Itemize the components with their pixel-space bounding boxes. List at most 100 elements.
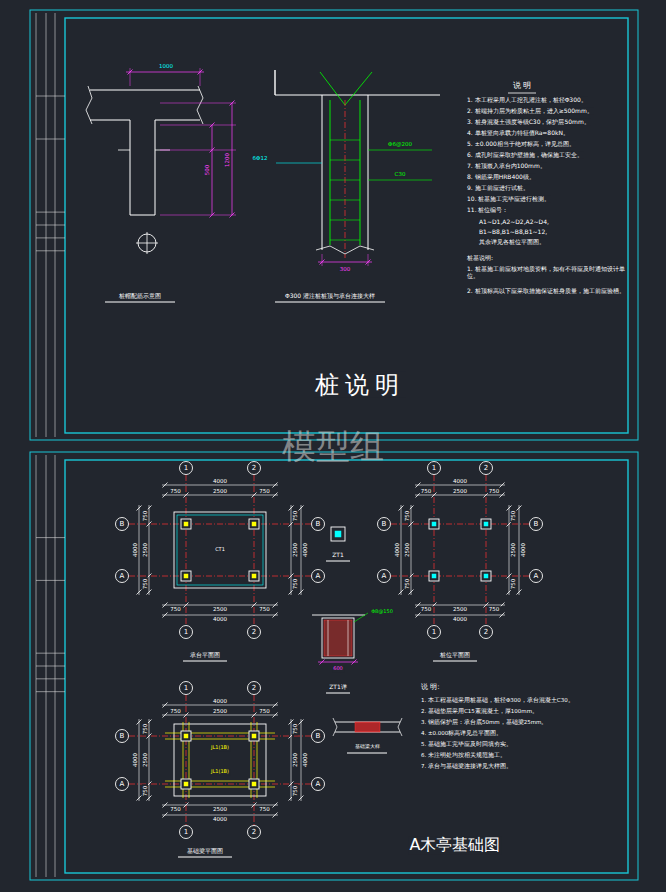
dimension-tick: [320, 660, 325, 665]
note-line: 9. 施工前应进行试桩。: [466, 185, 530, 192]
title-block-line: [36, 212, 65, 213]
dimension-tick: [399, 506, 404, 511]
dimension-tick: [137, 796, 142, 801]
dimension-tick: [299, 506, 304, 511]
title-block-line: [36, 250, 65, 251]
leader-line: [368, 180, 432, 181]
pile-symbol: [249, 731, 259, 741]
dimension-tick: [128, 70, 133, 75]
dimension-text: 750: [292, 510, 298, 523]
axis-bubble: 1: [179, 681, 193, 695]
axis-bubble: B: [311, 517, 325, 531]
extension-line: [322, 254, 323, 266]
extension-line: [200, 68, 201, 86]
dimension-text: 4000: [132, 542, 138, 558]
watermark: 模型组: [281, 428, 385, 465]
pile-symbol: [184, 734, 188, 738]
axis-number: 1: [184, 685, 188, 692]
dimension-tick: [163, 713, 168, 718]
dimension-text: 4000: [302, 542, 308, 558]
axis-number: A: [120, 781, 125, 788]
break-line: [398, 718, 402, 736]
slab-line: [275, 95, 440, 96]
dimension-line: [126, 72, 204, 73]
axis-bubble: A: [377, 569, 391, 583]
pile-symbol: [181, 519, 191, 529]
pile-cap: [174, 724, 266, 796]
cap-tag: CT1: [214, 547, 226, 553]
caption-underline: [178, 857, 232, 858]
dimension-text: 750: [258, 606, 271, 612]
dimension-text: 1000: [158, 63, 174, 69]
dimension-tick: [500, 493, 505, 498]
dimension-tick: [137, 506, 142, 511]
pile-symbol: [484, 522, 488, 526]
dimension-line: [162, 715, 278, 716]
dimension-tick: [507, 522, 512, 527]
column-detail: [324, 620, 352, 656]
axis-bubble: 2: [479, 461, 493, 475]
pile-cap: [174, 512, 266, 588]
pile-symbol: [484, 574, 488, 578]
note-line: 11. 桩位编号：: [466, 207, 509, 214]
axis-line: [129, 524, 311, 525]
axis-bubble: B: [377, 517, 391, 531]
rebar-line: [348, 620, 349, 656]
axis-number: 1: [432, 629, 436, 636]
notes-heading: 桩基说明:: [466, 255, 494, 262]
dimension-text: 2500: [292, 752, 298, 768]
beam-tag: JL1(1B): [210, 745, 230, 751]
dimension-tick: [147, 522, 152, 527]
note-line: 2. 基础垫层采用C15素混凝土，厚100mm。: [420, 708, 607, 714]
note-line: 4. ±0.000标高详见总平面图。: [420, 730, 607, 736]
axis-number: A: [534, 573, 539, 580]
note-line: 5. ±0.000相当于绝对标高，详见总图。: [466, 141, 576, 148]
extension-line: [368, 254, 369, 266]
dimension-text: 750: [169, 708, 182, 714]
axis-number: 2: [484, 465, 488, 472]
dimension-line: [318, 662, 358, 663]
dimension-text: 2500: [212, 606, 228, 612]
dimension-tick: [163, 803, 168, 808]
dimension-tick: [210, 213, 215, 218]
dimension-text: 750: [292, 578, 298, 591]
dimension-line: [401, 505, 402, 595]
axis-number: 2: [252, 465, 256, 472]
note-line: B1~B8,B1~B8,B1~12,: [478, 229, 548, 236]
rebar-line: [345, 72, 372, 105]
dimension-text: 750: [142, 785, 148, 798]
pile-cap: [177, 515, 263, 585]
dimension-tick: [416, 613, 421, 618]
title-block-line: [36, 139, 65, 140]
dimension-text: 4000: [452, 478, 468, 484]
stirrup-line: [330, 220, 360, 221]
axis-line: [129, 576, 311, 577]
axis-number: A: [120, 573, 125, 580]
axis-bubble: 2: [247, 625, 261, 639]
dimension-tick: [289, 590, 294, 595]
dimension-line: [318, 262, 372, 263]
detail-caption: Φ300 灌注桩桩顶与承台连接大样: [284, 293, 376, 300]
pile-symbol: [181, 731, 191, 741]
axis-bubble: B: [115, 517, 129, 531]
pile-symbol: [252, 574, 256, 578]
axis-number: 2: [252, 685, 256, 692]
dimension-tick: [273, 483, 278, 488]
pile-symbol: [249, 779, 259, 789]
note-line: 其余详见各桩位平面图。: [478, 239, 546, 246]
axis-bubble: 2: [247, 461, 261, 475]
section-symbol: [147, 232, 148, 254]
dimension-text: 500: [204, 164, 210, 177]
center-line: [345, 100, 346, 258]
dimension-tick: [163, 493, 168, 498]
dimension-tick: [507, 590, 512, 595]
sheet-border: [30, 452, 638, 880]
pile-line: [368, 95, 369, 250]
sheet-border: [30, 10, 638, 440]
axis-bubble: 1: [179, 625, 193, 639]
pile-symbol: [181, 571, 191, 581]
dimension-tick: [500, 613, 505, 618]
rebar-note: Φ8@150: [370, 609, 394, 615]
plan-caption: 承台平面图: [189, 652, 221, 658]
axis-bubble: A: [115, 569, 129, 583]
